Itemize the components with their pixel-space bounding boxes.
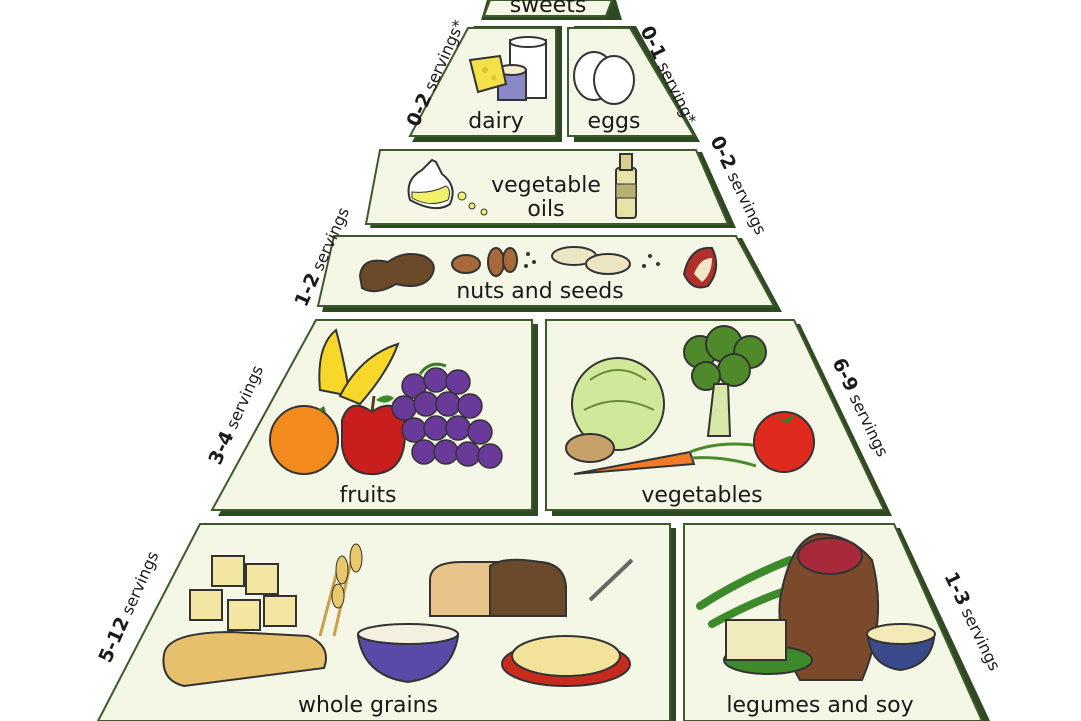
cheese-icon (468, 54, 508, 94)
crackers-icon (189, 555, 297, 631)
tier-dairy: dairy 0-2 servings* (402, 17, 562, 142)
oil-bottle-icon (615, 153, 637, 219)
legumes-label: legumes and soy (726, 693, 913, 718)
brazil-nut-icon (682, 246, 718, 289)
dairy-label: dairy (468, 109, 524, 134)
tier-fruits: fruits 3-4 servings (204, 319, 538, 516)
rice-bowl-icon (356, 623, 460, 684)
sweets-label: sweets (510, 0, 587, 18)
vegetables-label: vegetables (641, 483, 762, 508)
cabbage-icon (571, 357, 665, 451)
tier-oils: vegetable oils 0-2 servings (364, 133, 770, 238)
whole-grains-label: whole grains (298, 693, 438, 718)
oils-label-line2: oils (527, 197, 564, 222)
tier-legumes-soy: legumes and soy 1-3 servings (683, 523, 1004, 721)
banana-icon (318, 328, 400, 406)
eggs-icon (573, 51, 635, 105)
tofu-icon (723, 619, 813, 675)
whole-grains-servings-number: 5-12 (94, 614, 133, 666)
almond-icon (451, 247, 518, 277)
tier-vegetables: vegetables 6-9 servings (545, 319, 892, 516)
green-beans-icon (696, 556, 794, 628)
oils-label-line1: vegetable (491, 173, 601, 198)
apple-icon (341, 395, 406, 476)
tier-eggs: eggs 0-1 serving* (567, 23, 700, 142)
eggs-label: eggs (588, 109, 641, 134)
potato-icon (565, 433, 615, 463)
tier-whole-grains: whole grains 5-12 servings (94, 523, 676, 721)
carrot-icon (573, 442, 761, 475)
oil-cruet-icon (407, 158, 488, 216)
tomato-icon (753, 411, 815, 473)
baguette-icon (162, 630, 327, 688)
broccoli-icon (683, 325, 767, 437)
grapes-icon (391, 362, 503, 469)
tier-nuts: nuts and seeds 1-2 servings (290, 204, 782, 312)
seed-icon (524, 246, 660, 275)
tier-sweets: sweets (481, 0, 622, 20)
beans-sack-icon (778, 532, 880, 681)
fruits-label: fruits (340, 483, 397, 508)
orange-icon (269, 405, 339, 475)
bread-loaf-icon (429, 558, 567, 617)
nuts-label: nuts and seeds (456, 279, 623, 304)
wheat-icon (318, 543, 363, 637)
spaghetti-plate-icon (501, 558, 634, 687)
soy-bowl-icon (866, 623, 936, 672)
peanut-icon (358, 253, 435, 293)
